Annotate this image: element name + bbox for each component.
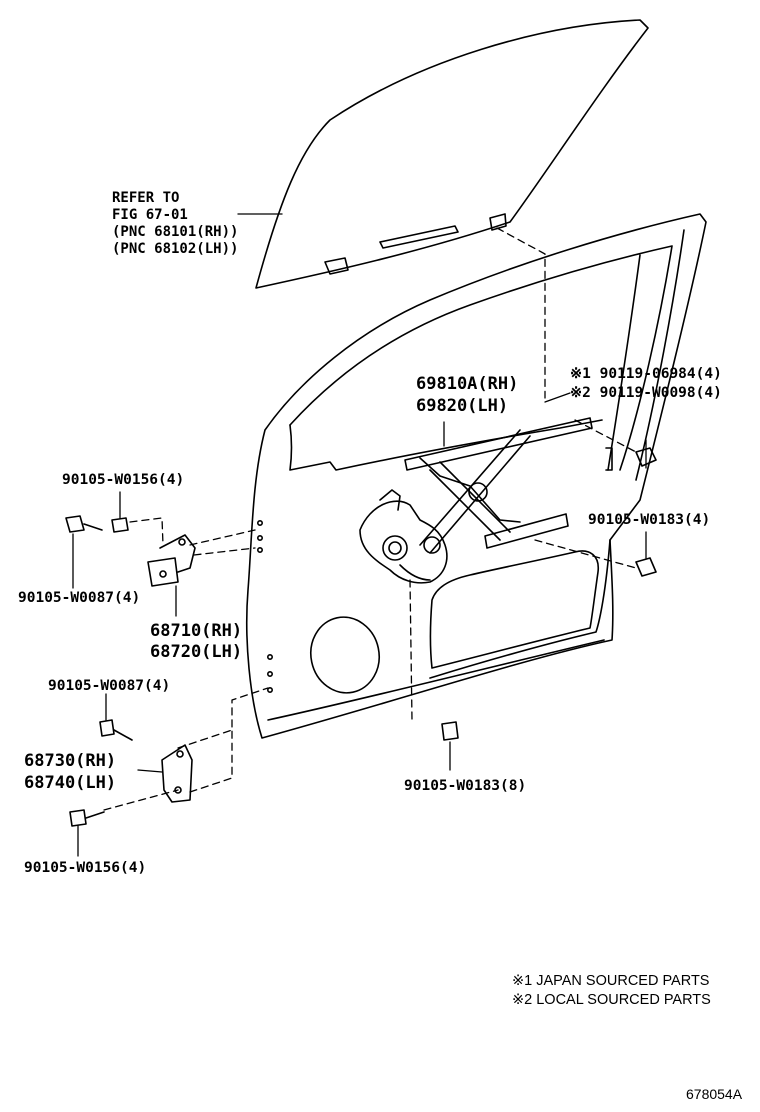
lower-hinge-lh-label: 68740(LH)	[24, 773, 117, 793]
upper-hinge-rh-label: 68710(RH)	[150, 621, 243, 641]
regulator-lh-label: 69820(LH)	[416, 396, 509, 416]
upper-hinge-lh-label: 68720(LH)	[150, 642, 243, 662]
lower-hinge-bolt-bottom-label: 90105-W0156(4)	[24, 860, 147, 876]
dashed-assembly-lines	[103, 227, 637, 811]
figure-id: 678054A	[686, 1086, 743, 1102]
door-shell	[245, 213, 707, 739]
note-local-sourced: ※2 LOCAL SOURCED PARTS	[512, 992, 711, 1008]
upper-hinge	[147, 534, 196, 587]
lower-hinge-bolt-top-label: 90105-W0087(4)	[48, 678, 171, 694]
lower-hinge-rh-label: 68730(RH)	[24, 751, 117, 771]
bolts	[65, 447, 657, 827]
refer-line-4: (PNC 68102(LH))	[112, 241, 239, 257]
door-glass	[255, 19, 649, 289]
lower-hinge	[161, 744, 193, 803]
note-japan-sourced: ※1 JAPAN SOURCED PARTS	[512, 973, 710, 989]
regulator-rh-label: 69810A(RH)	[416, 374, 519, 394]
upper-hinge-bolt-top-label: 90105-W0156(4)	[62, 472, 185, 488]
window-regulator	[359, 417, 593, 584]
bolt-bottom-center-label: 90105-W0183(8)	[404, 778, 527, 794]
leader-lines	[72, 213, 647, 857]
refer-line-1: REFER TO	[112, 190, 180, 206]
upper-hinge-bolt-left-label: 90105-W0087(4)	[18, 590, 141, 606]
refer-line-2: FIG 67-01	[112, 207, 188, 223]
bolt-japan-label: ※1 90119-06984(4)	[570, 366, 722, 382]
bolt-right-mid-label: 90105-W0183(4)	[588, 512, 711, 528]
bolt-local-label: ※2 90119-W0098(4)	[570, 385, 722, 401]
refer-line-3: (PNC 68101(RH))	[112, 224, 239, 240]
